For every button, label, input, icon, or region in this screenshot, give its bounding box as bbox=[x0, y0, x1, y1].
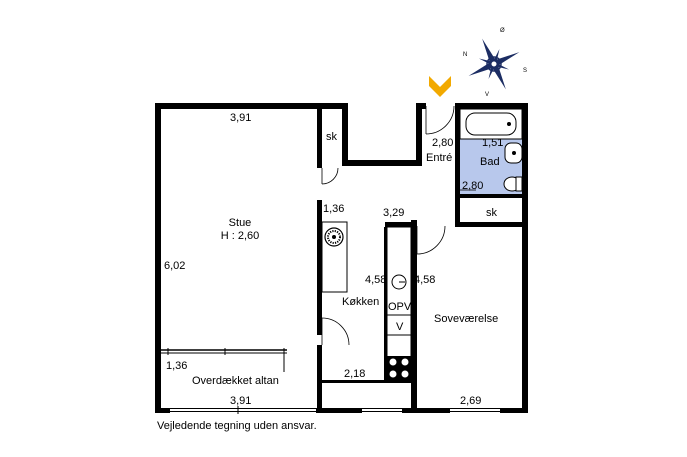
room-entre: Entré bbox=[426, 152, 452, 164]
dim-stue-side: 6,02 bbox=[164, 260, 185, 272]
stove bbox=[387, 356, 411, 380]
room-stue-height: H : 2,60 bbox=[221, 230, 260, 242]
dim-altan-side: 1,36 bbox=[166, 360, 187, 372]
kitchen-fixtures bbox=[321, 221, 412, 383]
dim-koekken-left: 4,58 bbox=[365, 274, 386, 286]
dim-stue-top: 3,91 bbox=[230, 112, 251, 124]
label-opv: OPV bbox=[388, 301, 412, 313]
kitchen-sink bbox=[391, 274, 407, 290]
compass-o: Ø bbox=[500, 28, 505, 34]
dim-hall-w: 3,29 bbox=[383, 207, 404, 219]
dim-koekken-bottom: 2,18 bbox=[344, 368, 365, 380]
exterior-walls bbox=[155, 103, 528, 413]
dim-altan-bottom: 3,91 bbox=[230, 395, 251, 407]
room-sovevaerelse: Soveværelse bbox=[434, 313, 498, 325]
dim-entre: 2,80 bbox=[432, 137, 453, 149]
disclaimer-text: Vejledende tegning uden ansvar. bbox=[157, 420, 317, 432]
doors bbox=[321, 105, 476, 346]
room-koekken: Køkken bbox=[342, 296, 379, 308]
dim-hall-small: 1,36 bbox=[323, 203, 344, 215]
room-stue: Stue bbox=[229, 217, 252, 229]
compass-s: S bbox=[523, 68, 527, 74]
compass-v: V bbox=[485, 92, 489, 98]
label-v: V bbox=[396, 321, 404, 333]
bath-fixtures bbox=[459, 108, 523, 192]
room-sk-right: sk bbox=[486, 207, 498, 219]
dim-bad-side: 2,80 bbox=[462, 180, 483, 192]
dim-koekken-right: 4,58 bbox=[414, 274, 435, 286]
ventilation-fan bbox=[324, 227, 344, 247]
compass-rose-icon bbox=[468, 38, 520, 90]
room-sk-left: sk bbox=[326, 131, 338, 143]
dim-bad-top: 1,51 bbox=[482, 137, 503, 149]
room-altan: Overdækket altan bbox=[192, 375, 279, 387]
windows bbox=[161, 348, 500, 415]
interior-walls bbox=[317, 109, 528, 408]
dim-sove-bottom: 2,69 bbox=[460, 395, 481, 407]
entrance-arrow-icon bbox=[429, 76, 451, 97]
room-bad: Bad bbox=[480, 156, 500, 168]
compass-n: N bbox=[463, 52, 467, 58]
